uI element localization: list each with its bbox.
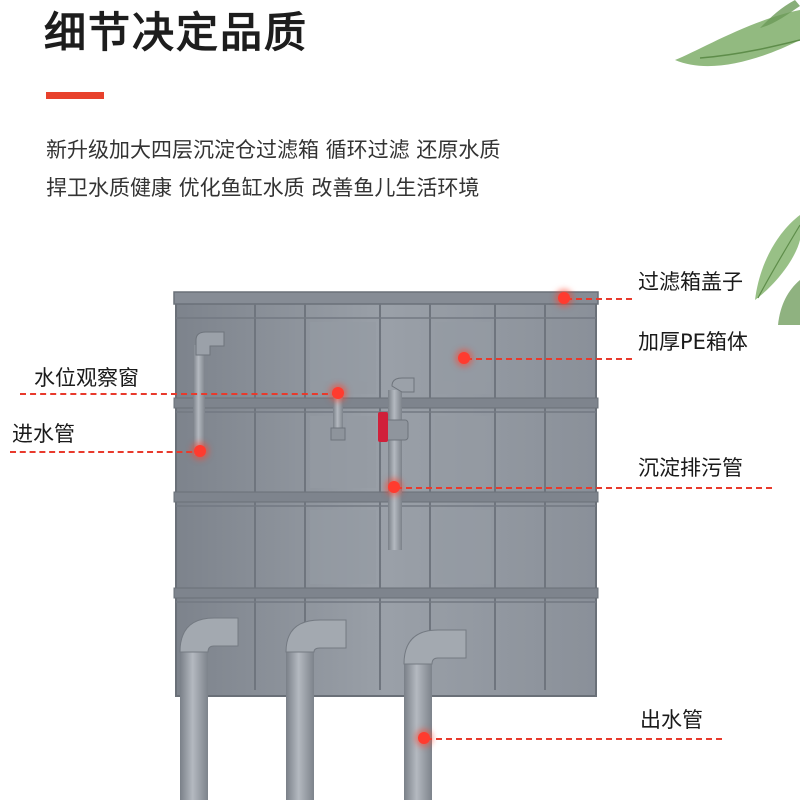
lid-leader-line bbox=[566, 298, 632, 300]
window-leader-line bbox=[20, 393, 338, 395]
plant-leaves-image bbox=[675, 0, 800, 325]
page-title: 细节决定品质 bbox=[44, 8, 309, 57]
callout-inlet-label: 进水管 bbox=[12, 422, 75, 446]
callout-drain-label: 沉淀排污管 bbox=[638, 456, 743, 480]
inlet-marker bbox=[194, 445, 206, 457]
lid-marker bbox=[558, 292, 570, 304]
callout-lid-label: 过滤箱盖子 bbox=[638, 270, 743, 294]
description-line-2: 捍卫水质健康 优化鱼缸水质 改善鱼儿生活环境 bbox=[46, 176, 480, 200]
inlet-leader-line bbox=[10, 451, 202, 453]
window-marker bbox=[332, 387, 344, 399]
title-accent-bar bbox=[46, 92, 104, 99]
callout-window-label: 水位观察窗 bbox=[34, 366, 139, 390]
drain-marker bbox=[388, 481, 400, 493]
body-marker bbox=[458, 352, 470, 364]
body-leader-line bbox=[466, 358, 632, 360]
callout-body-label: 加厚PE箱体 bbox=[638, 330, 748, 354]
callout-outlet-label: 出水管 bbox=[640, 708, 703, 732]
description-line-1: 新升级加大四层沉淀仓过滤箱 循环过滤 还原水质 bbox=[46, 138, 501, 162]
outlet-marker bbox=[418, 732, 430, 744]
drain-leader-line bbox=[396, 487, 772, 489]
outlet-leader-line bbox=[426, 738, 722, 740]
